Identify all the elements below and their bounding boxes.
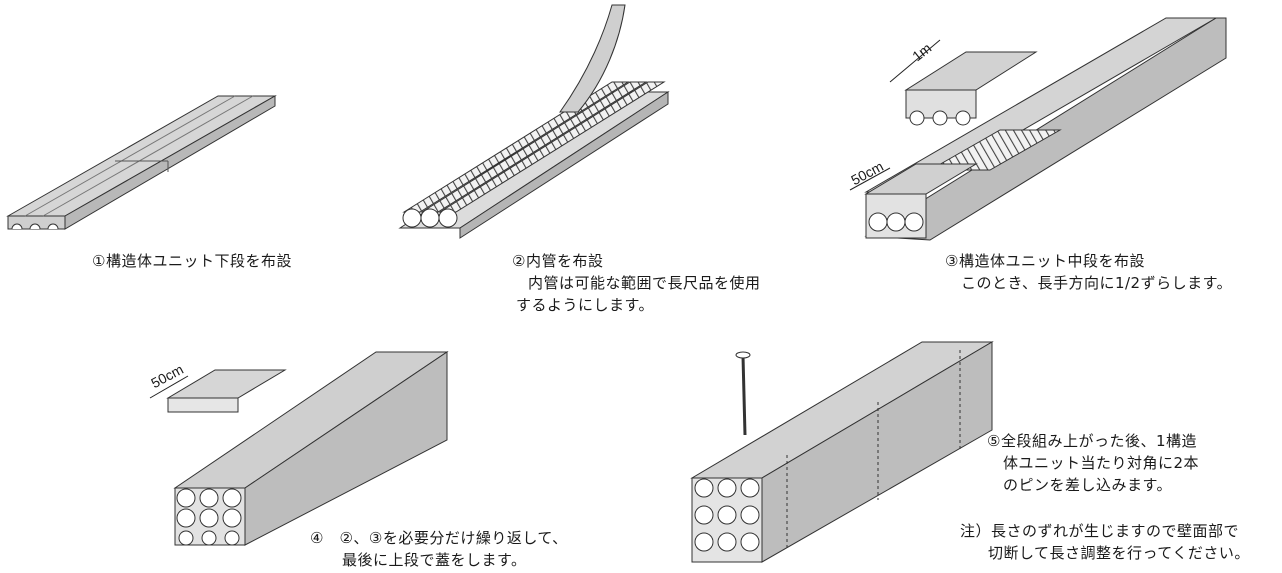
step-3-caption: ③構造体ユニット中段を布設 このとき、長手方向に1/2ずらします。 bbox=[945, 252, 1233, 292]
panel-2-inner-pipes bbox=[398, 4, 670, 239]
step-4-caption: ④ ②、③を必要分だけ繰り返して、 最後に上段で蓋をします。 bbox=[310, 529, 568, 569]
step-5-caption: ⑤全段組み上がった後、1構造 体ユニット当たり対角に2本 のピンを差し込みます。 bbox=[987, 432, 1200, 494]
panel-3-middle-unit bbox=[849, 17, 1227, 241]
note-caption: 注）長さのずれが生じますので壁面部で 切断して長さ調整を行ってください。 bbox=[960, 522, 1250, 562]
step-2-caption: ②内管を布設 内管は可能な範囲で長尺品を使用 するようにします。 bbox=[512, 252, 761, 314]
panel-4-stacked-block bbox=[149, 351, 449, 546]
panel-5-pinned-block bbox=[690, 341, 994, 563]
panel-1-lower-unit bbox=[6, 95, 277, 230]
step-1-caption: ①構造体ユニット下段を布設 bbox=[92, 252, 292, 270]
